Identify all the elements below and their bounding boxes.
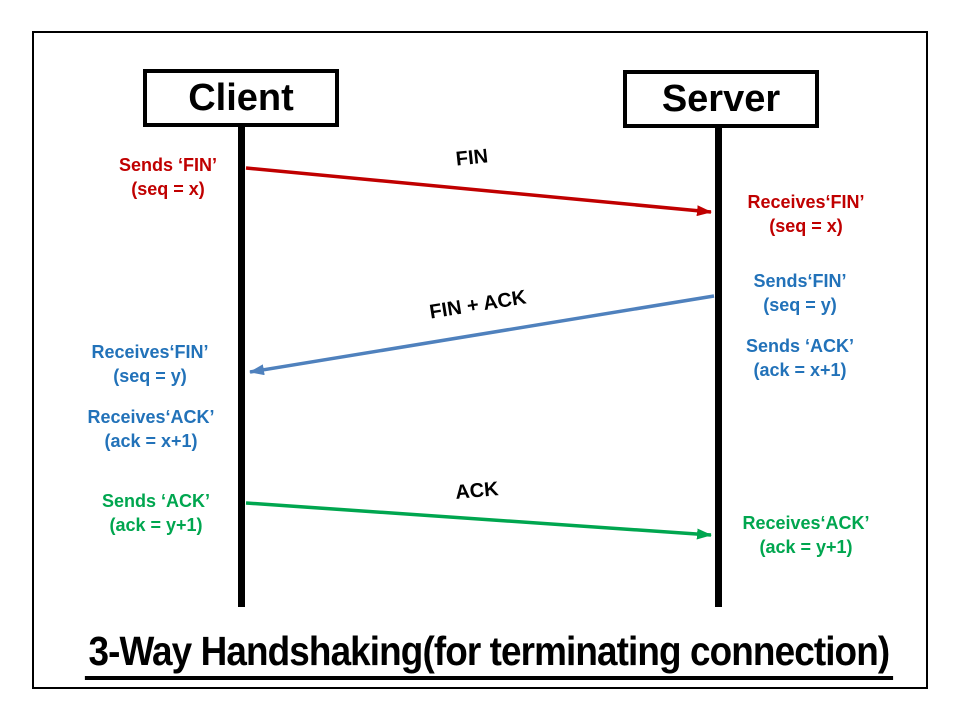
actor-label-server: Server (661, 77, 781, 120)
actor-box-server: Server (623, 70, 819, 128)
note-line: Sends‘FIN’ (753, 271, 847, 291)
note-line: (seq = y) (113, 366, 187, 386)
note-server-sends-ack: Sends ‘ACK’ (ack = x+1) (715, 334, 885, 382)
actor-box-client: Client (143, 69, 339, 127)
note-line: Receives‘FIN’ (747, 192, 865, 212)
note-client-receives-ack: Receives‘ACK’ (ack = x+1) (66, 405, 236, 453)
note-line: Receives‘FIN’ (91, 342, 209, 362)
server-lifeline (715, 127, 722, 607)
note-line: (seq = x) (769, 216, 843, 236)
note-line: (ack = x+1) (753, 360, 847, 380)
note-server-receives-ack: Receives‘ACK’ (ack = y+1) (721, 511, 891, 559)
note-server-receives-fin: Receives‘FIN’ (seq = x) (721, 190, 891, 238)
actor-label-client: Client (188, 76, 294, 119)
note-client-sends-ack: Sends ‘ACK’ (ack = y+1) (71, 489, 241, 537)
note-line: (ack = y+1) (109, 515, 203, 535)
note-line: Sends ‘ACK’ (745, 336, 855, 356)
note-line: (ack = x+1) (104, 431, 198, 451)
diagram-title-bar: 3-Way Handshaking(for terminating connec… (40, 628, 920, 680)
note-line: Sends ‘ACK’ (101, 491, 211, 511)
note-line: (ack = y+1) (759, 537, 853, 557)
note-line: Receives‘ACK’ (742, 513, 870, 533)
note-line: Receives‘ACK’ (87, 407, 215, 427)
note-client-receives-fin: Receives‘FIN’ (seq = y) (65, 340, 235, 388)
client-lifeline (238, 127, 245, 607)
note-line: (seq = y) (763, 295, 837, 315)
note-server-sends-fin: Sends‘FIN’ (seq = y) (715, 269, 885, 317)
note-client-sends-fin: Sends ‘FIN’ (seq = x) (83, 153, 253, 201)
note-line: (seq = x) (131, 179, 205, 199)
note-line: Sends ‘FIN’ (118, 155, 217, 175)
diagram-title: 3-Way Handshaking(for terminating connec… (84, 628, 893, 680)
